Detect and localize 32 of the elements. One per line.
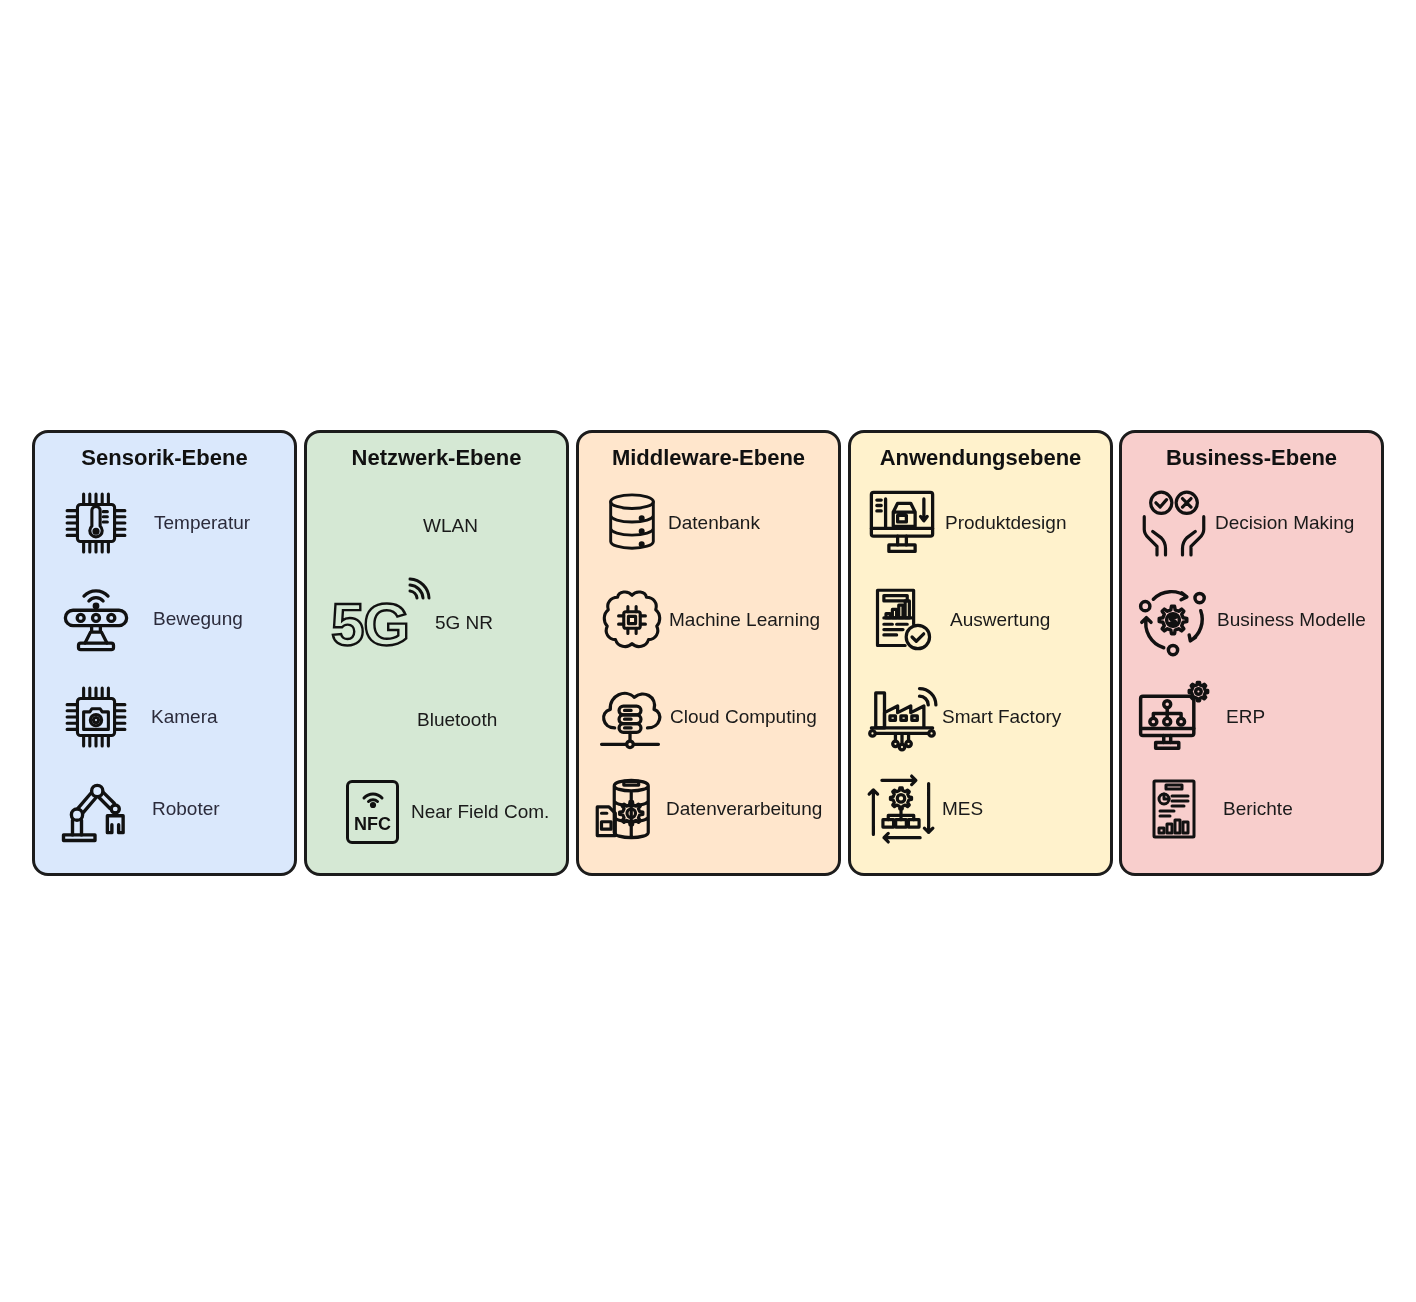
layer-panel [848,430,1113,876]
item-label: Auswertung [950,609,1051,631]
item-label: Decision Making [1215,512,1355,534]
layer-panel [576,430,841,876]
panel-title: Business-Ebene [1165,445,1338,471]
item-label: Bewegung [153,608,243,630]
item-label: Berichte [1223,798,1293,820]
panel-title: Anwendungsebene [879,445,1082,471]
item-label: Near Field Com. [411,801,550,823]
panel-title: Netzwerk-Ebene [351,445,522,471]
item-label: ERP [1226,706,1266,728]
item-label: Roboter [152,798,220,820]
layer-panel [304,430,569,876]
item-label: MES [942,798,984,820]
item-label: Datenverarbeitung [666,798,823,820]
item-label: Datenbank [668,512,760,534]
panel-title: Middleware-Ebene [611,445,806,471]
item-label: Smart Factory [942,706,1062,728]
item-label: Bluetooth [417,709,498,731]
item-label: Temperatur [154,512,251,534]
item-label: Cloud Computing [670,706,817,728]
item-label: Business Modelle [1217,609,1366,631]
layer-panel [1119,430,1384,876]
item-label: WLAN [423,515,478,537]
item-label: Produktdesign [945,512,1067,534]
layer-panel [32,430,297,876]
item-label: Kamera [151,706,218,728]
item-label: Machine Learning [669,609,821,631]
panel-title: Sensorik-Ebene [81,445,248,471]
item-label: 5G NR [435,612,494,634]
symbol-label: NFC [354,815,391,833]
symbol-label: 5G [331,602,410,648]
